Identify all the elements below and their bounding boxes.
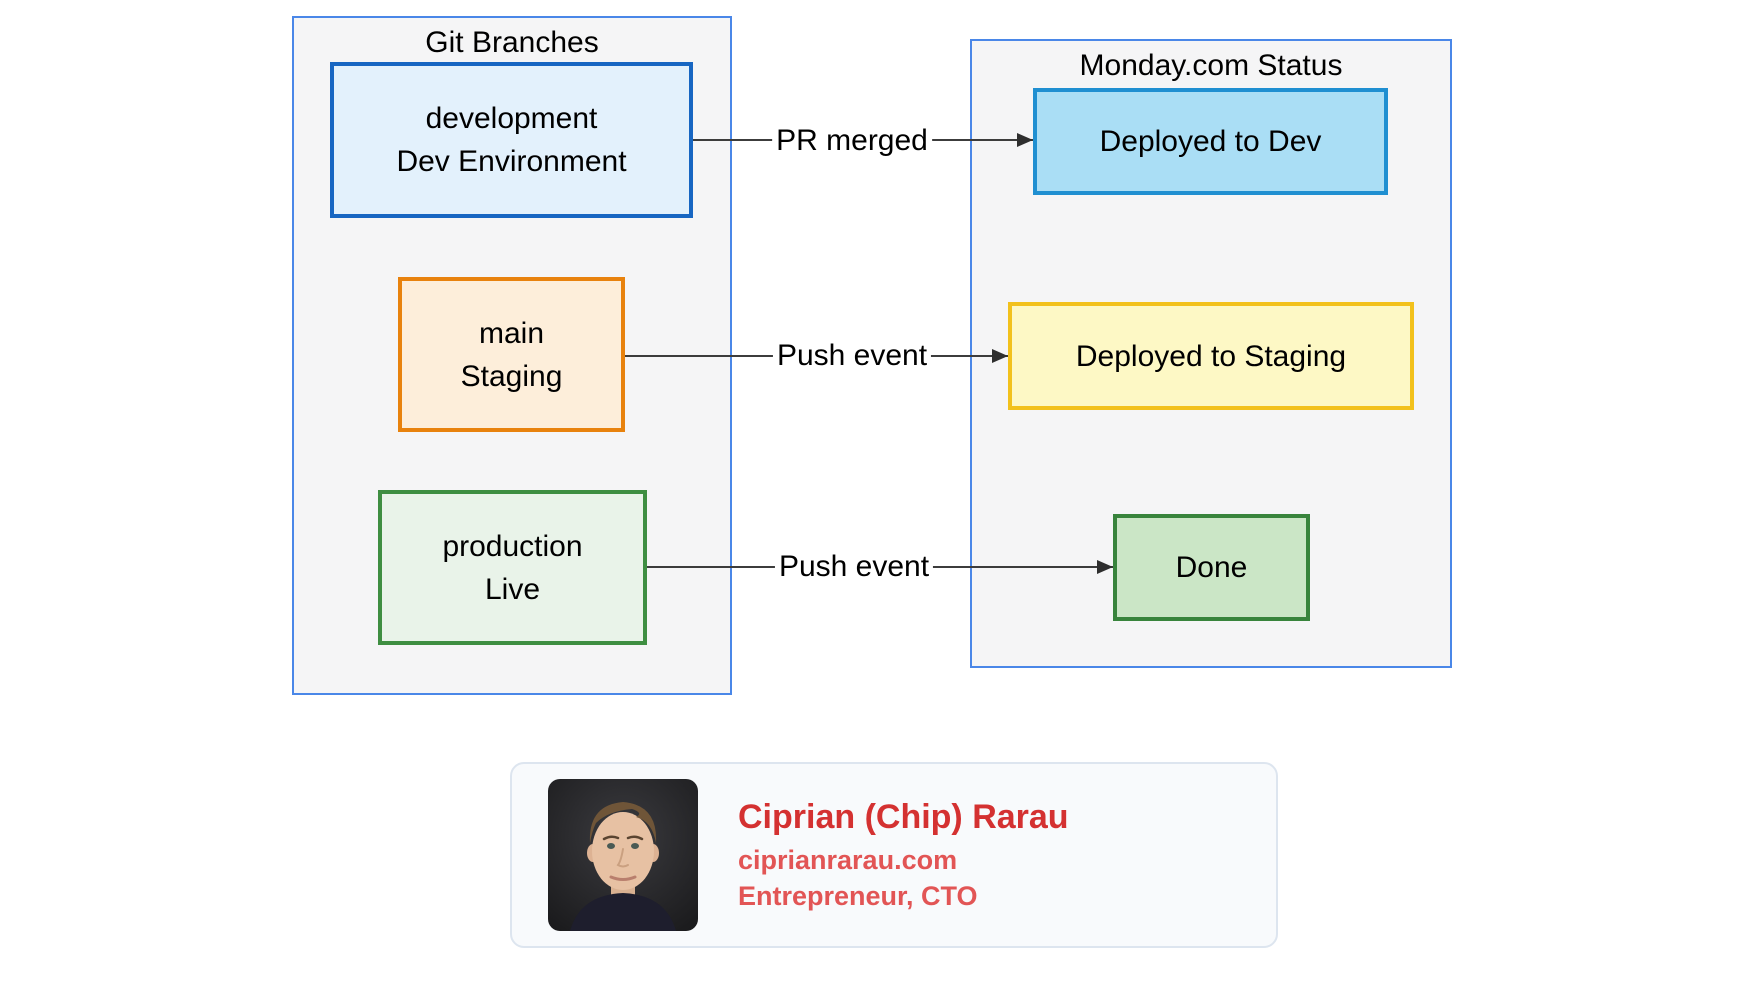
branch-node-development: development Dev Environment [330, 62, 693, 218]
author-name: Ciprian (Chip) Rarau [738, 798, 1069, 836]
branch-name: development [425, 102, 598, 135]
branch-name: main [478, 316, 545, 350]
status-label: Deployed to Staging [1075, 339, 1347, 373]
branch-node-production: production Live [378, 490, 647, 645]
status-node-done: Done [1113, 514, 1310, 621]
author-photo [548, 779, 698, 931]
status-label: Deployed to Dev [1099, 125, 1322, 158]
status-node-deployed-to-staging: Deployed to Staging [1008, 302, 1414, 410]
arrow-label-pr-merged: PR merged [772, 123, 932, 159]
environment-name: Dev Environment [396, 145, 627, 178]
environment-name: Staging [460, 359, 563, 393]
monday-status-title: Monday.com Status [1079, 49, 1343, 82]
git-branches-title: Git Branches [425, 26, 599, 59]
arrow-label-push-event-done: Push event [774, 549, 934, 585]
author-role: Entrepreneur, CTO [738, 881, 978, 911]
author-card: Ciprian (Chip) Rarau ciprianrarau.com En… [510, 762, 1278, 948]
author-text-block: Ciprian (Chip) Rarau ciprianrarau.com En… [738, 796, 1069, 914]
status-node-deployed-to-dev: Deployed to Dev [1033, 88, 1388, 195]
status-label: Done [1175, 551, 1248, 584]
author-portrait-illustration [548, 779, 698, 931]
environment-name: Live [484, 572, 541, 606]
author-website: ciprianrarau.com [738, 845, 958, 875]
arrow-label-push-event-staging: Push event [772, 338, 932, 374]
branch-node-main: main Staging [398, 277, 625, 432]
branch-name: production [442, 529, 583, 563]
